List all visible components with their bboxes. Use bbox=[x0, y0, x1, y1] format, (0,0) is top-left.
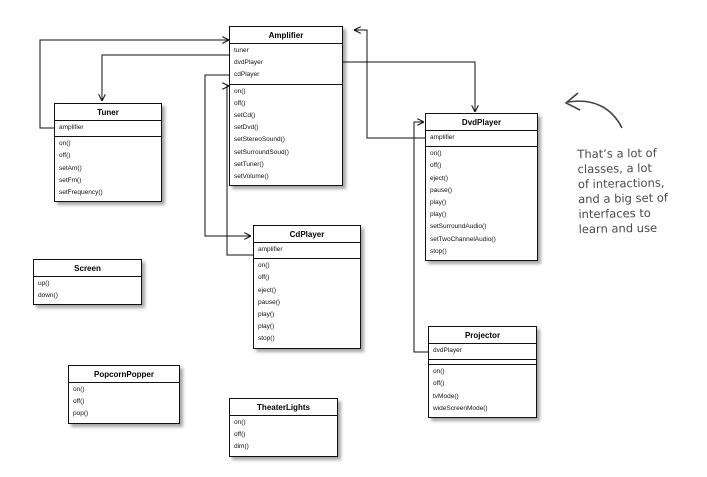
method: on() bbox=[59, 140, 71, 148]
method: off() bbox=[73, 398, 85, 406]
methods: on() off() tvMode() wideScreenMode() bbox=[429, 365, 536, 417]
class-tuner: Tuner amplifier on() off() setAm() setFm… bbox=[54, 103, 162, 203]
method: on() bbox=[430, 150, 442, 158]
attributes: dvdPlayer bbox=[429, 344, 536, 361]
note-pointer-arrow bbox=[567, 100, 623, 129]
annotation-line: learn and use bbox=[578, 220, 658, 237]
method: off() bbox=[258, 274, 270, 282]
class-name: DvdPlayer bbox=[426, 114, 537, 131]
method: on() bbox=[234, 419, 246, 426]
method: off() bbox=[234, 431, 246, 439]
methods: on() off() eject() pause() play() play()… bbox=[426, 147, 537, 260]
method: setStereoSound() bbox=[234, 136, 285, 144]
note-pointer-arrow-head bbox=[564, 92, 581, 111]
method: pause() bbox=[258, 298, 281, 306]
class-theaterlights: TheaterLights on() off() dim() bbox=[229, 398, 338, 457]
methods: on() off() dim() bbox=[230, 416, 337, 456]
method: setTwoChannelAudio() bbox=[430, 235, 496, 243]
class-projector: Projector dvdPlayer on() off() tvMode() … bbox=[428, 326, 537, 419]
method: stop() bbox=[430, 247, 447, 255]
methods: on() off() pop() bbox=[69, 383, 179, 423]
methods: on() off() setAm() setFm() setFrequency(… bbox=[55, 137, 161, 201]
class-name: CdPlayer bbox=[254, 226, 360, 243]
method: down() bbox=[38, 292, 58, 300]
attribute: dvdPlayer bbox=[433, 347, 462, 354]
class-dvdplayer: DvdPlayer amplifier on() off() eject() p… bbox=[425, 113, 538, 262]
method: play() bbox=[430, 211, 447, 219]
methods: on() off() eject() pause() play() play()… bbox=[254, 259, 360, 347]
method: on() bbox=[234, 87, 246, 95]
method: setSurroundSoud() bbox=[234, 148, 289, 156]
class-popcornpopper: PopcornPopper on() off() pop() bbox=[68, 365, 180, 424]
attribute: cdPlayer bbox=[234, 71, 260, 79]
class-name: TheaterLights bbox=[230, 399, 337, 416]
class-name: Tuner bbox=[55, 104, 161, 121]
method: play() bbox=[258, 323, 275, 331]
attribute: amplifier bbox=[258, 246, 283, 253]
method: stop() bbox=[258, 335, 275, 343]
class-screen: Screen up() down() bbox=[33, 259, 142, 306]
attributes-spacer bbox=[429, 360, 536, 366]
method: pop() bbox=[73, 410, 89, 418]
method: pause() bbox=[430, 186, 453, 194]
method: setAm() bbox=[59, 164, 82, 172]
method: setTuner() bbox=[234, 160, 264, 168]
method: dim() bbox=[234, 443, 249, 451]
wire-amplifier-to-dvdplayer bbox=[343, 61, 475, 112]
methods: up() down() bbox=[34, 277, 141, 304]
attributes: amplifier bbox=[426, 131, 537, 148]
method: play() bbox=[430, 199, 447, 207]
attributes: amplifier bbox=[254, 243, 360, 260]
method: setFm() bbox=[59, 176, 82, 184]
method: setFrequency() bbox=[59, 189, 103, 197]
class-name: Screen bbox=[34, 260, 141, 277]
class-name: Amplifier bbox=[230, 27, 342, 44]
method: off() bbox=[59, 152, 71, 160]
wire-dvdplayer-to-amplifier bbox=[354, 30, 425, 139]
attributes: amplifier bbox=[55, 121, 161, 138]
method: off() bbox=[430, 162, 442, 170]
attribute: dvdPlayer bbox=[234, 59, 263, 67]
wire-tuner-to-amplifier bbox=[39, 40, 229, 129]
method: on() bbox=[258, 262, 270, 270]
wire-cdplayer-to-amplifier bbox=[227, 86, 253, 256]
method: off() bbox=[433, 380, 445, 388]
class-amplifier: Amplifier tuner dvdPlayer cdPlayer on() … bbox=[229, 26, 343, 187]
wire-projector-to-dvdplayer bbox=[413, 122, 428, 353]
method: off() bbox=[234, 99, 246, 107]
methods: on() off() setCd() setDvd() setStereoSou… bbox=[230, 85, 342, 186]
attribute: tuner bbox=[234, 47, 249, 54]
class-cdplayer: CdPlayer amplifier on() off() eject() pa… bbox=[253, 225, 361, 349]
attribute: amplifier bbox=[59, 124, 84, 131]
method: on() bbox=[73, 386, 85, 393]
attribute: amplifier bbox=[430, 134, 455, 141]
wire-amplifier-to-cdplayer bbox=[204, 74, 251, 236]
method: setDvd() bbox=[234, 124, 259, 132]
method: up() bbox=[38, 280, 50, 287]
handwritten-annotation: That’s a lot of classes, a lot of intera… bbox=[577, 145, 707, 237]
method: setCd() bbox=[234, 112, 256, 120]
method: play() bbox=[258, 311, 275, 319]
wire-amplifier-to-tuner bbox=[102, 54, 229, 101]
method: setVolume() bbox=[234, 173, 269, 181]
class-name: Projector bbox=[429, 327, 536, 344]
method: tvMode() bbox=[433, 392, 459, 400]
method: wideScreenMode() bbox=[433, 404, 488, 412]
method: on() bbox=[433, 368, 445, 376]
class-name: PopcornPopper bbox=[69, 366, 179, 383]
attributes: tuner dvdPlayer cdPlayer bbox=[230, 44, 342, 85]
method: eject() bbox=[430, 174, 449, 182]
method: eject() bbox=[258, 286, 277, 294]
method: setSurroundAudio() bbox=[430, 223, 487, 231]
